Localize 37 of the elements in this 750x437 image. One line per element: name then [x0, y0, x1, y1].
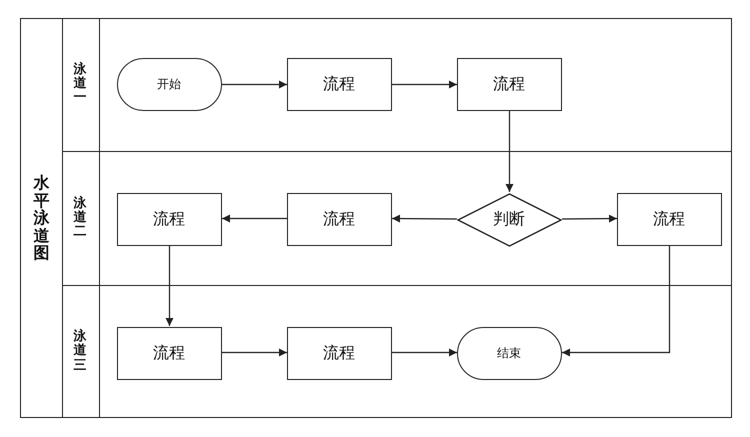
node-label: 流程	[323, 342, 355, 364]
node-label: 开始	[157, 76, 181, 92]
node-label: 结束	[497, 344, 521, 362]
swimlane-pool	[20, 18, 732, 418]
process-box	[116, 326, 222, 380]
node-label: 判断	[493, 209, 525, 230]
arrow	[392, 348, 457, 356]
lane-label: 泳道一	[74, 62, 86, 106]
node-label: 流程	[323, 208, 355, 230]
process-box	[286, 192, 392, 246]
pool-title: 水平泳道图	[34, 174, 50, 262]
terminal-shape	[456, 326, 562, 380]
decision-diamond	[456, 192, 562, 246]
lane-label: 泳道三	[74, 330, 86, 373]
arrow	[562, 214, 617, 223]
node-label: 流程	[653, 208, 685, 230]
lane-label: 泳道二	[74, 196, 86, 240]
node-label: 流程	[323, 74, 355, 94]
node-label: 流程	[153, 342, 185, 364]
swimlane	[62, 284, 732, 418]
arrow	[166, 245, 174, 326]
node-label: 流程	[153, 208, 185, 230]
arrow	[392, 80, 457, 88]
arrow	[506, 111, 514, 192]
arrow	[562, 245, 670, 356]
swimlane	[62, 150, 732, 284]
arrow	[222, 348, 287, 356]
node-label: 流程	[493, 74, 525, 94]
process-box	[286, 326, 392, 380]
arrow	[222, 80, 287, 88]
terminal-shape	[116, 58, 222, 110]
process-box	[456, 58, 562, 110]
process-box	[616, 192, 722, 246]
process-box	[286, 58, 392, 110]
process-box	[116, 192, 222, 246]
arrow	[392, 214, 457, 223]
arrow	[222, 214, 287, 222]
